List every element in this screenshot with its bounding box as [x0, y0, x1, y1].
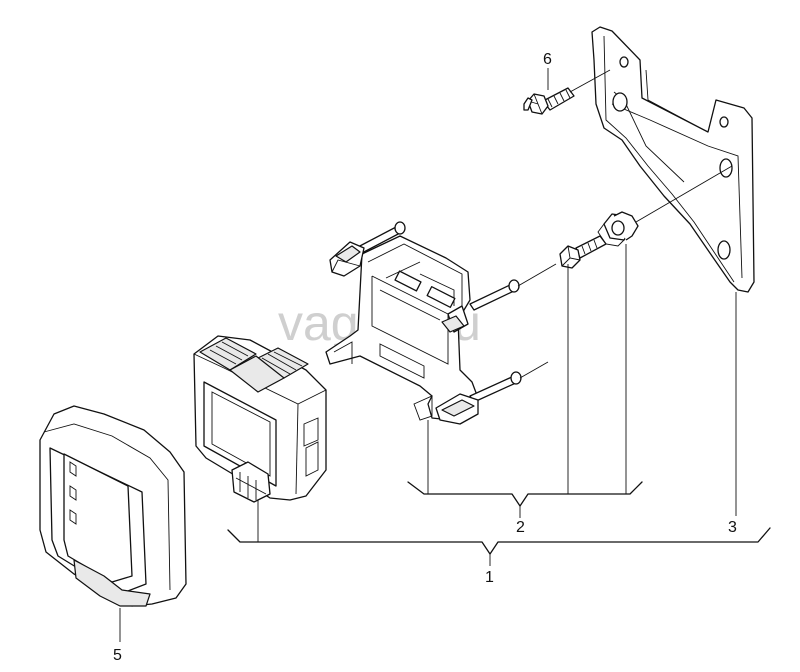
- part-label-2: 2: [516, 519, 525, 536]
- part-label-3: 3: [728, 519, 737, 536]
- part-label-5: 5: [113, 647, 122, 664]
- bolt-6: [523, 87, 575, 115]
- cover-frame: [39, 405, 187, 607]
- screw-and-nut: [559, 211, 639, 269]
- leader-lines: [119, 68, 771, 642]
- part-label-6: 6: [543, 51, 552, 68]
- control-unit: [193, 335, 327, 503]
- part-label-1: 1: [485, 569, 494, 586]
- holder: [325, 221, 522, 425]
- mounting-bracket: [591, 26, 755, 293]
